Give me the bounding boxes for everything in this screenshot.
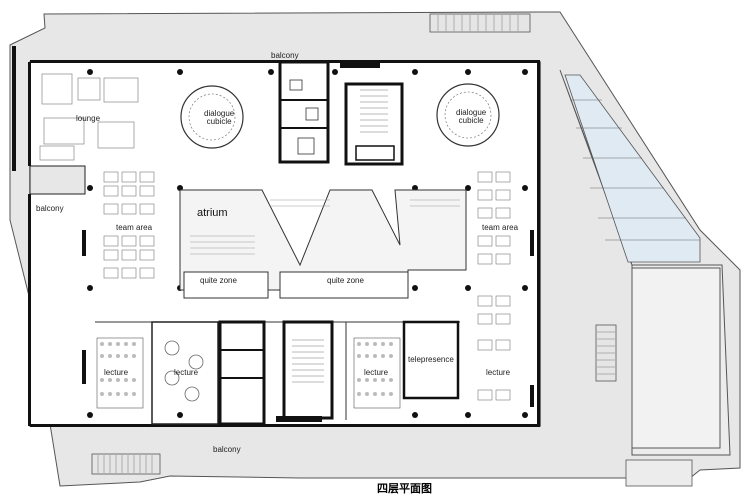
dialogue-cubicle-right-shape [436,83,500,147]
lecture-label-1: lecture [104,368,129,377]
plan-caption: 四层平面图 [377,483,432,495]
lounge-label: lounge [76,114,101,123]
dialogue-cubicle-right-label: dialogue cubicle [456,108,487,125]
balcony-top-label: balcony [271,51,299,60]
balcony-bottom-label: balcony [213,445,241,454]
lecture-label-2: lecture [174,368,199,377]
skylight-glazing [564,74,701,263]
quite-zone-left-label: quite zone [200,276,237,285]
quite-zone-right-label: quite zone [327,276,364,285]
team-area-left-label: team area [116,223,153,232]
dialogue-cubicle-left-label: dialogue cubicle [204,109,235,126]
telepresence-label: telepresence [408,355,454,364]
lecture-label-4: lecture [486,368,511,377]
lecture-label-3: lecture [364,368,389,377]
dialogue-cubicle-left-shape [180,85,244,149]
team-area-right-label: team area [482,223,519,232]
atrium-label: atrium [197,207,228,219]
balcony-left-label: balcony [36,204,64,213]
